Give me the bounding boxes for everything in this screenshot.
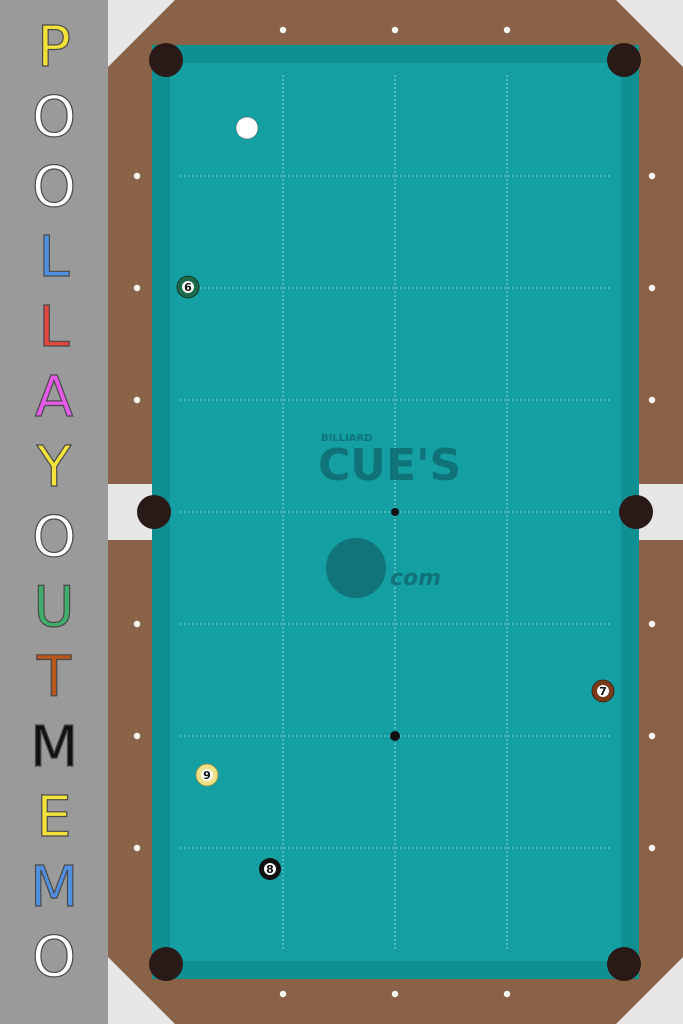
title-letter: L: [38, 295, 70, 360]
title-letter: O: [31, 85, 77, 150]
title-letter: M: [29, 855, 79, 920]
corner-cap-top-left: [108, 0, 175, 67]
center-spot: [391, 508, 399, 516]
title-letter: P: [37, 15, 72, 80]
sidebar: [0, 0, 108, 1024]
title-letter: M: [29, 715, 79, 780]
title-letter: U: [33, 575, 75, 640]
pocket-middle-left: [137, 495, 171, 529]
title-letter: O: [31, 925, 77, 990]
rail-diamonds: [133, 26, 656, 998]
title-letter: T: [36, 645, 72, 710]
cue-ball[interactable]: [235, 116, 259, 140]
title-letter: O: [31, 155, 77, 220]
corner-cap-bottom-left: [108, 957, 175, 1024]
logo-main-text: CUE'S: [318, 440, 461, 491]
ball-6[interactable]: 6: [176, 275, 200, 299]
title-letter: E: [36, 785, 73, 850]
pocket-bottom-right: [607, 947, 641, 981]
foot-spot: [390, 731, 400, 741]
pocket-top-left: [149, 43, 183, 77]
ball-8-label: 8: [266, 863, 274, 876]
logo-small-text: BILLIARD: [321, 433, 373, 444]
corner-cap-bottom-right: [616, 957, 683, 1024]
title-letter: L: [38, 225, 70, 290]
title-letter: O: [31, 505, 77, 570]
logo-d-mark: [326, 538, 386, 598]
ball-6-label: 6: [184, 281, 192, 294]
logo-sub-text: com: [390, 566, 441, 591]
ball-8[interactable]: 8: [259, 858, 281, 880]
corner-cap-top-right: [616, 0, 683, 67]
ball-9-label: 9: [203, 769, 211, 782]
ball-9[interactable]: 9: [195, 763, 219, 787]
ball-7[interactable]: 7: [591, 679, 615, 703]
ball-7-label: 7: [599, 685, 607, 698]
pocket-middle-right: [619, 495, 653, 529]
pocket-top-right: [607, 43, 641, 77]
pocket-bottom-left: [149, 947, 183, 981]
title-letter: A: [34, 365, 74, 430]
logo-watermark: BILLIARD CUE'S com: [318, 433, 461, 598]
title-letter: Y: [36, 435, 72, 500]
